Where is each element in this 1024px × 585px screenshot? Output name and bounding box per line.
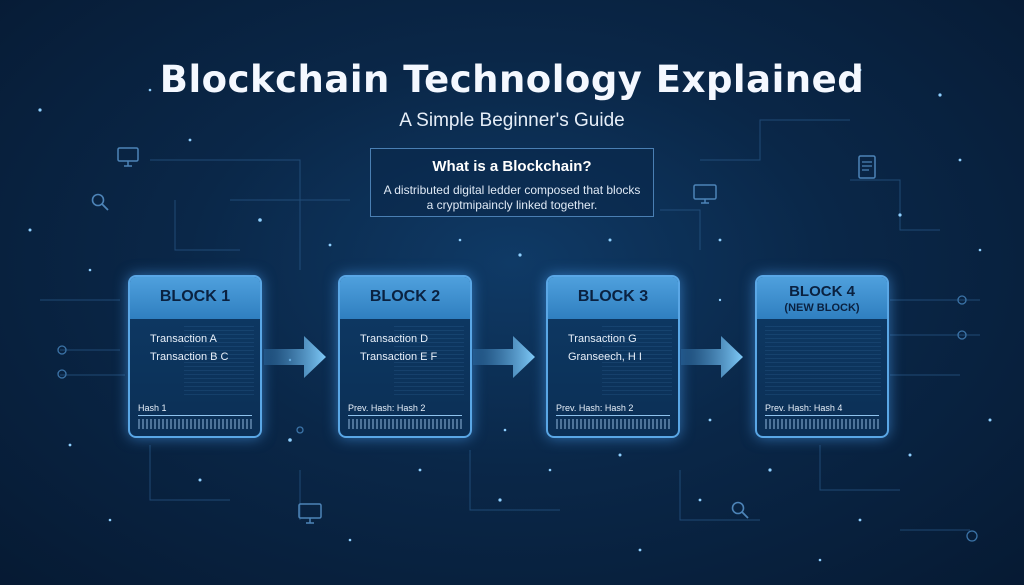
page-subtitle: A Simple Beginner's Guide	[399, 110, 625, 131]
hash-pattern	[765, 419, 879, 429]
hash-label: Hash 1	[138, 403, 167, 413]
transaction-line: Transaction A	[150, 333, 217, 345]
hash-label: Prev. Hash: Hash 2	[348, 403, 426, 413]
monitor-icon	[117, 147, 139, 167]
data-pattern	[602, 325, 672, 395]
transaction-line: Transaction D	[360, 333, 429, 345]
document-icon	[858, 155, 876, 179]
block-header: BLOCK 1	[130, 277, 260, 319]
search-icon	[91, 193, 109, 211]
block-1: BLOCK 1 Transaction A Transaction B C Ha…	[128, 275, 262, 438]
definition-box: What is a Blockchain? A distributed digi…	[370, 148, 654, 217]
block-sublabel: (NEW BLOCK)	[784, 302, 860, 314]
transaction-line: Granseech, H I	[568, 351, 642, 363]
chain-arrow-2-3	[473, 336, 535, 378]
block-2: BLOCK 2 Transaction D Transaction E F Pr…	[338, 275, 472, 438]
data-pattern	[765, 325, 881, 395]
transaction-line: Transaction E F	[360, 351, 438, 363]
monitor-icon	[298, 503, 322, 524]
page-title: Blockchain Technology Explained	[159, 58, 865, 101]
computer-icon	[693, 184, 717, 204]
chain-arrow-1-2	[264, 336, 326, 378]
search-icon	[731, 501, 749, 519]
definition-title: What is a Blockchain?	[432, 158, 592, 175]
hash-pattern	[556, 419, 670, 429]
hash-divider	[348, 415, 462, 416]
definition-text: A distributed digital ledder composed th…	[371, 183, 653, 213]
hash-pattern	[348, 419, 462, 429]
hash-pattern	[138, 419, 252, 429]
data-pattern	[394, 325, 464, 395]
block-3: BLOCK 3 Transaction G Granseech, H I Pre…	[546, 275, 680, 438]
hash-label: Prev. Hash: Hash 2	[556, 403, 634, 413]
transaction-line: Transaction G	[568, 333, 637, 345]
chain-arrow-3-4	[681, 336, 743, 378]
definition-line-1: A distributed digital ledder composed th…	[383, 183, 641, 197]
definition-line-2: a cryptmipaincly linked together.	[426, 198, 598, 212]
data-pattern	[184, 325, 254, 395]
block-header: BLOCK 2	[340, 277, 470, 319]
transaction-line: Transaction B C	[150, 351, 229, 363]
block-header: BLOCK 3	[548, 277, 678, 319]
hash-divider	[765, 415, 879, 416]
hash-label: Prev. Hash: Hash 4	[765, 403, 843, 413]
hash-divider	[138, 415, 252, 416]
block-label: BLOCK 4	[789, 283, 855, 300]
hash-divider	[556, 415, 670, 416]
block-4: BLOCK 4 (NEW BLOCK) Prev. Hash: Hash 4	[755, 275, 889, 438]
block-header: BLOCK 4 (NEW BLOCK)	[757, 277, 887, 319]
